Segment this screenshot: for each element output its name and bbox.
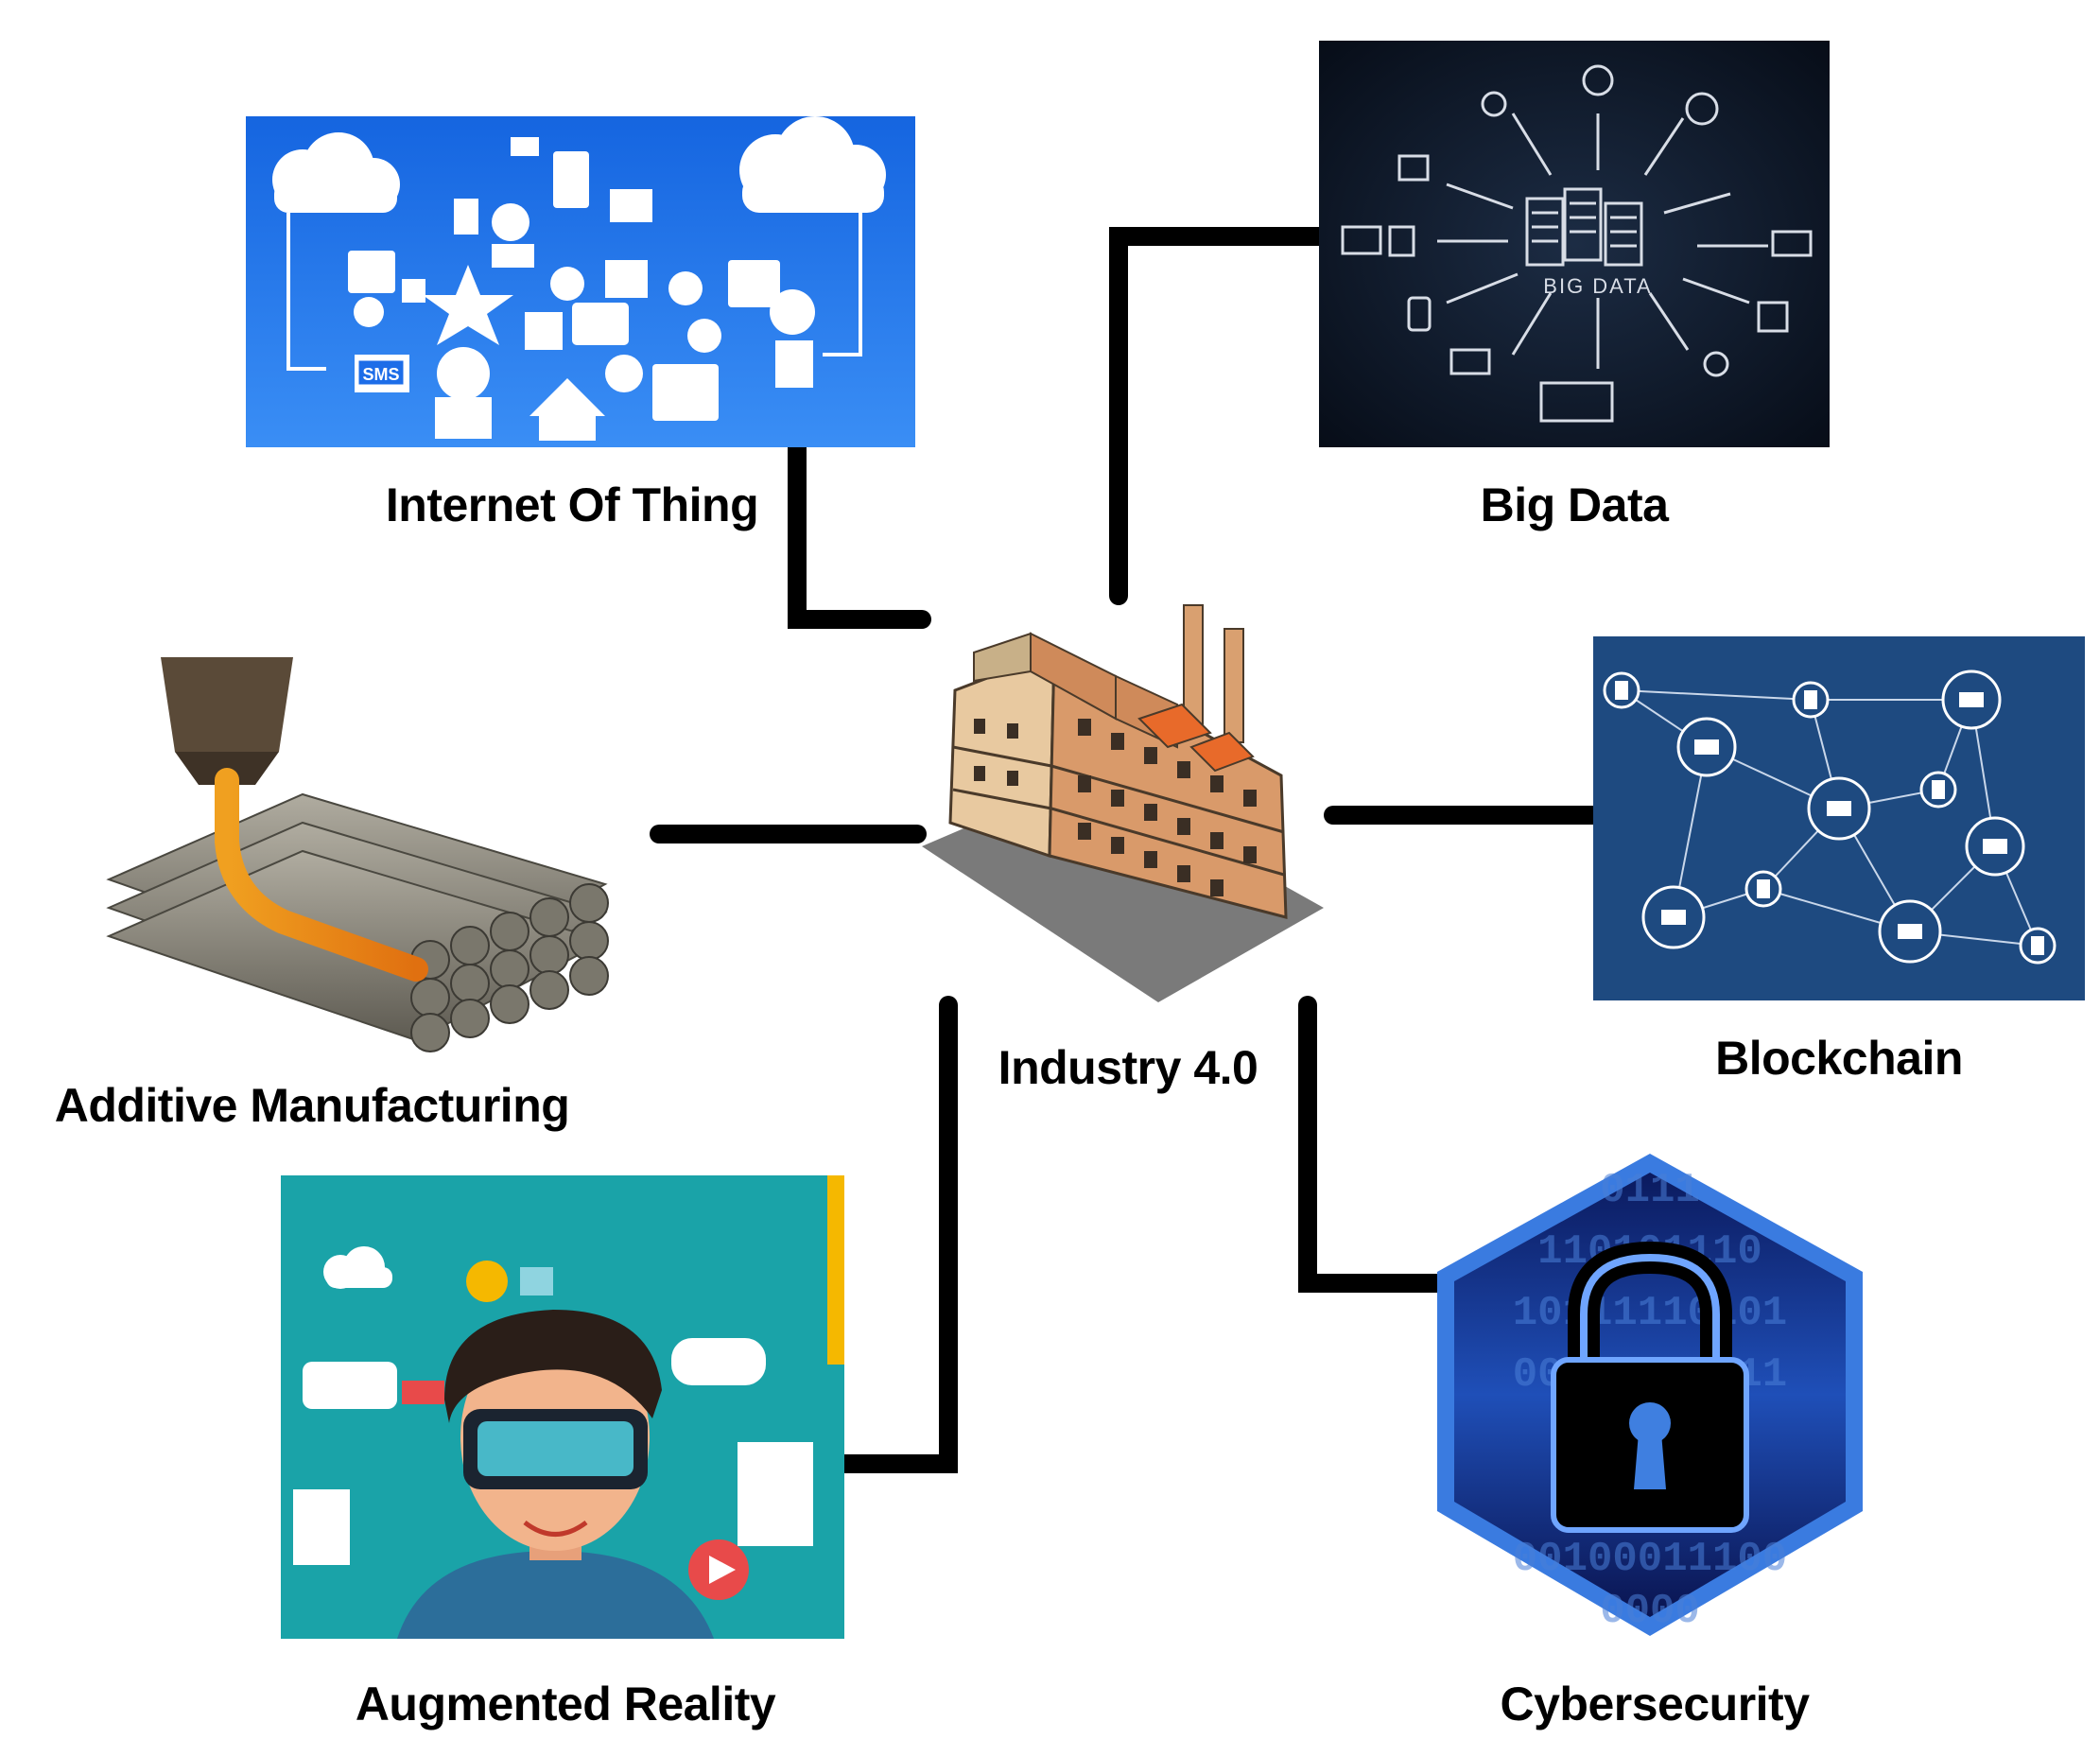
big-data-image-text: BIG DATA	[1543, 274, 1652, 298]
connector-cyber	[1298, 996, 1466, 1293]
augmented-reality-image	[281, 1175, 844, 1639]
center-label-industry-4: Industry 4.0	[998, 1041, 1258, 1094]
additive-manufacturing-image	[106, 657, 609, 1052]
iot-image: SMS	[246, 116, 915, 447]
cyber-binary-row: 00100011100	[1513, 1536, 1787, 1583]
node-label-cybersecurity: Cybersecurity	[1500, 1678, 1811, 1730]
node-label-big-data: Big Data	[1480, 478, 1669, 531]
iot-sms-text: SMS	[362, 365, 399, 384]
cybersecurity-image: 0111 110101110 10111110101 00011100011 0…	[1437, 1154, 1863, 1636]
connectors	[650, 227, 1603, 1473]
factory-icon	[922, 604, 1324, 1002]
blockchain-image	[1593, 636, 2085, 1000]
connector-iot	[788, 433, 931, 629]
cyber-binary-row: 10111110101	[1513, 1290, 1787, 1337]
node-label-iot: Internet Of Thing	[385, 478, 759, 531]
node-label-augmented-reality: Augmented Reality	[355, 1678, 776, 1730]
node-label-blockchain: Blockchain	[1715, 1032, 1963, 1085]
connector-ar	[832, 996, 958, 1473]
node-label-additive-manufacturing: Additive Manufacturing	[54, 1079, 570, 1132]
cyber-binary-row: 0000	[1600, 1588, 1700, 1635]
connector-big-data	[1109, 227, 1328, 605]
big-data-image: BIG DATA	[1319, 41, 1830, 447]
cyber-binary-row: 0111	[1600, 1167, 1700, 1214]
